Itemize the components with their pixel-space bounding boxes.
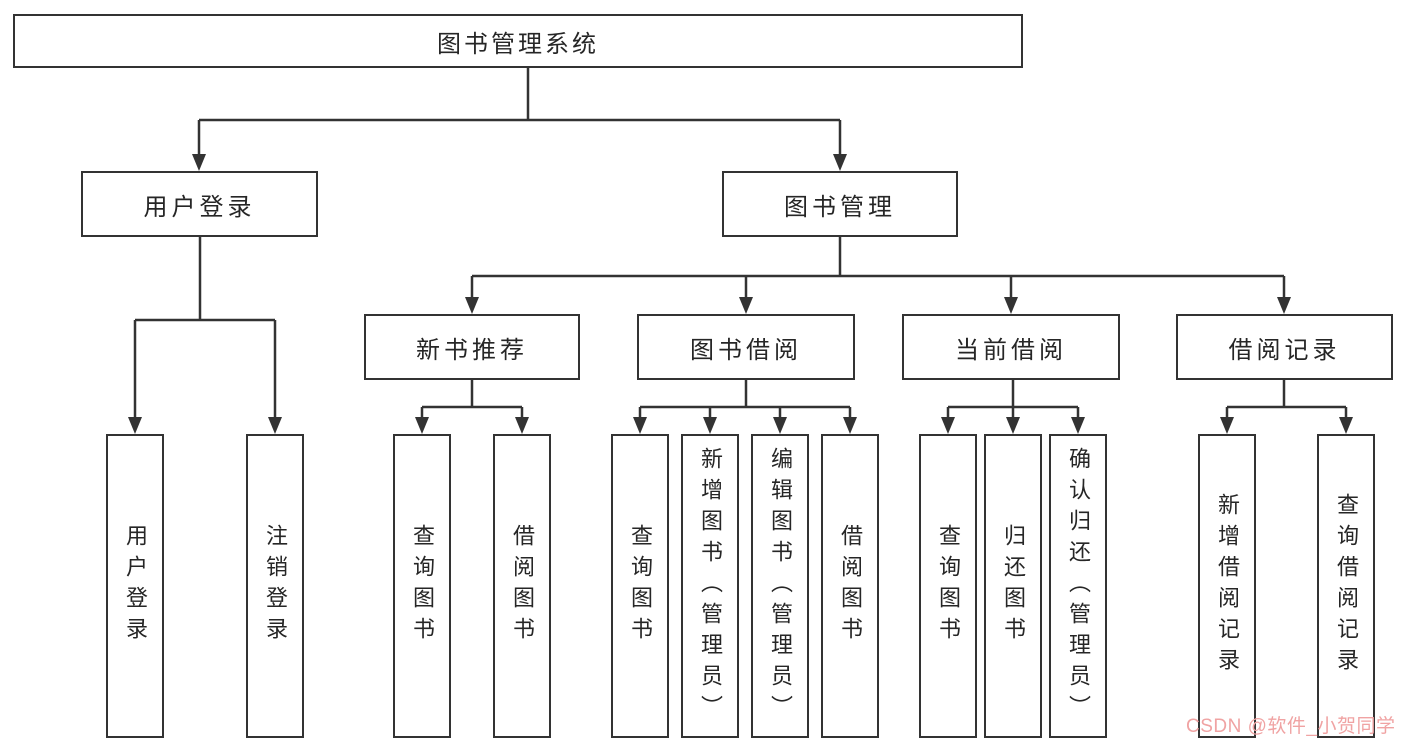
node-book-borrowing: 图书借阅 xyxy=(637,314,855,380)
csdn-watermark: CSDN @软件_小贺同学 xyxy=(1186,716,1396,737)
leaf-edit-books-admin: 编辑图书（管理员） xyxy=(751,434,809,738)
connector-root-to-level2 xyxy=(197,68,842,160)
connector-management-to-level3 xyxy=(470,237,1286,303)
leaf-query-borrow-record: 查询借阅记录 xyxy=(1317,434,1375,738)
connector-login-to-leaves xyxy=(133,237,277,422)
connector-records-to-leaves xyxy=(1225,380,1348,422)
connector-recommend-to-leaves xyxy=(420,380,524,422)
leaf-logout: 注销登录 xyxy=(246,434,304,738)
node-current-borrowing: 当前借阅 xyxy=(902,314,1120,380)
arrowheads xyxy=(128,154,1353,434)
connector-current-to-leaves xyxy=(946,380,1080,422)
node-library-management-system: 图书管理系统 xyxy=(13,14,1023,68)
leaf-query-books-borrow: 查询图书 xyxy=(611,434,669,738)
leaf-borrow-books-recommend: 借阅图书 xyxy=(493,434,551,738)
leaf-borrow-books: 借阅图书 xyxy=(821,434,879,738)
node-borrowing-records: 借阅记录 xyxy=(1176,314,1393,380)
leaf-confirm-return-admin: 确认归还（管理员） xyxy=(1049,434,1107,738)
leaf-return-books: 归还图书 xyxy=(984,434,1042,738)
node-user-login: 用户登录 xyxy=(81,171,318,237)
leaf-query-books-recommend: 查询图书 xyxy=(393,434,451,738)
leaf-user-login: 用户登录 xyxy=(106,434,164,738)
connector-borrow-to-leaves xyxy=(638,380,852,422)
leaf-query-books-current: 查询图书 xyxy=(919,434,977,738)
leaf-add-books-admin: 新增图书（管理员） xyxy=(681,434,739,738)
node-book-management: 图书管理 xyxy=(722,171,958,237)
leaf-add-borrow-record: 新增借阅记录 xyxy=(1198,434,1256,738)
node-new-book-recommend: 新书推荐 xyxy=(364,314,580,380)
